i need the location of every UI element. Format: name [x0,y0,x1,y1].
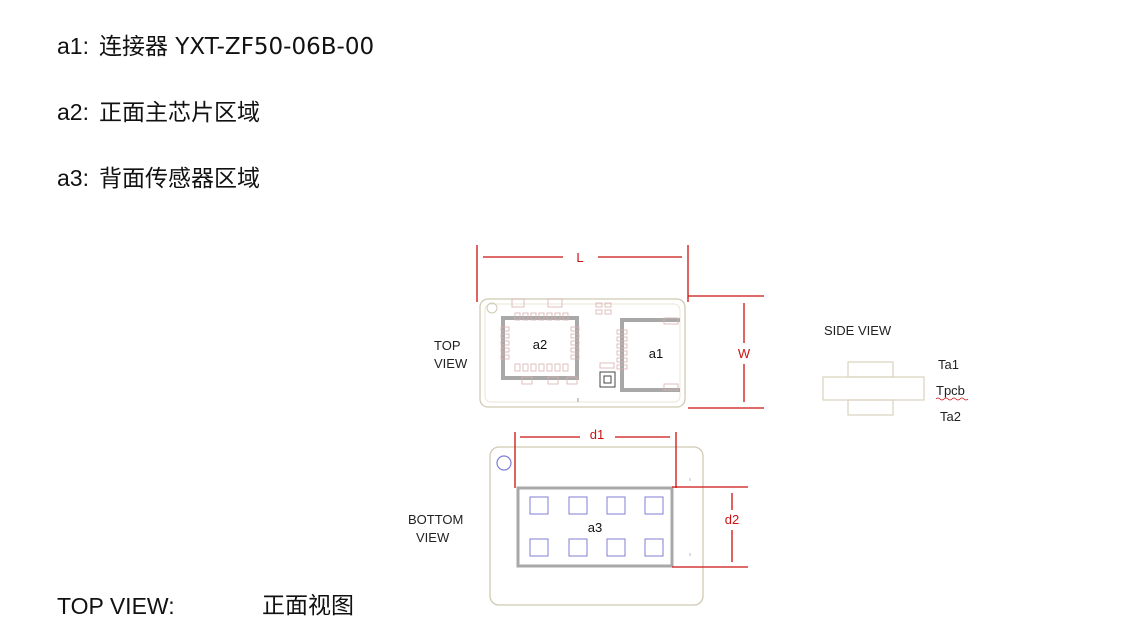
length-dimension: L [476,245,689,302]
top-view-label: TOP VIEW [434,337,467,373]
legend-item-a2: a2: 正面主芯片区域 [57,97,260,128]
footer-key: TOP VIEW: [57,593,175,619]
sensor-label: a3 [588,520,602,535]
top-view-label-line1: TOP [434,338,461,353]
side-top-layer [847,361,894,378]
footer-top-view: TOP VIEW: 正面视图 [57,591,354,621]
main-chip-label: a2 [533,337,547,352]
legend-desc: 背面传感器区域 [98,166,260,192]
legend-item-a1: a1: 连接器 YXT-ZF50-06B-00 [57,31,374,62]
legend-desc: 正面主芯片区域 [98,100,260,126]
side-label-pcb: Tpcb [936,383,965,398]
sensor-length-dimension: d1 [514,427,677,488]
mounting-hole-icon [486,302,498,314]
side-label-top: Ta1 [938,357,959,372]
bottom-view-label: BOTTOM VIEW [408,511,463,547]
side-label-bottom: Ta2 [940,409,961,424]
side-view-label: SIDE VIEW [824,323,892,338]
legend-desc: 连接器 YXT-ZF50-06B-00 [98,34,375,60]
bottom-view-label-line2: VIEW [416,530,450,545]
sensor-pads [529,496,664,557]
sensor-width-label: d2 [725,512,739,527]
width-label: W [738,346,751,361]
connector-label: a1 [649,346,663,361]
legend-key: a3: [57,165,89,191]
top-board-outline [479,298,686,408]
sensor-length-label: d1 [590,427,604,442]
connector-tab [663,383,679,391]
footer-desc: 正面视图 [262,593,354,619]
sensor-width-dimension: d2 [672,486,748,568]
legend-key: a2: [57,99,89,125]
length-label: L [576,250,583,265]
top-view-board: a2 a1 [479,298,686,408]
bottom-board-outline [489,446,704,606]
legend-item-a3: a3: 背面传感器区域 [57,163,260,194]
side-view: Ta1 Tpcb Ta2 [822,357,969,424]
bottom-view-label-line1: BOTTOM [408,512,464,527]
sensor-region [516,486,674,568]
connector-tab [663,317,679,325]
top-view-label-line2: VIEW [434,356,468,371]
legend-key: a1: [57,33,89,59]
top-board-inner-outline [484,303,681,403]
bottom-view-board: a3 [489,446,704,606]
mounting-hole-icon [496,455,512,471]
component-square [599,371,616,388]
width-dimension: W [688,295,764,409]
side-bottom-layer [847,399,894,416]
side-pcb-layer [822,376,925,401]
connector-pins [616,329,628,370]
chip-pads [500,298,615,385]
